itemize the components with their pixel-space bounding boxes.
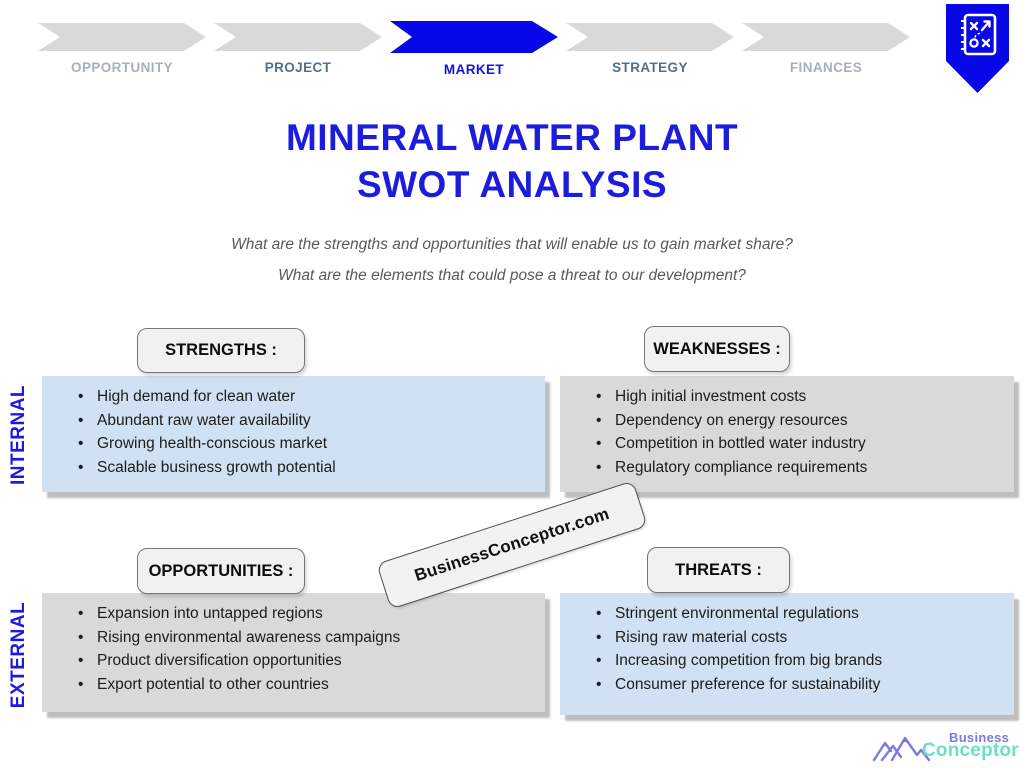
process-step-label: STRATEGY <box>612 60 688 75</box>
chevron-shape <box>38 23 206 51</box>
list-item: High demand for clean water <box>78 385 535 409</box>
row-label-internal: INTERNAL <box>8 384 29 486</box>
process-step-opportunity[interactable]: OPPORTUNITY <box>38 20 206 77</box>
list-item: Increasing competition from big brands <box>596 649 1004 673</box>
page-title-line2: SWOT ANALYSIS <box>356 164 668 205</box>
process-step-strategy[interactable]: STRATEGY <box>566 20 734 77</box>
process-step-project[interactable]: PROJECT <box>214 20 382 77</box>
list-item: Dependency on energy resources <box>596 409 1004 433</box>
list-item: Regulatory compliance requirements <box>596 456 1004 480</box>
strengths-list: High demand for clean water Abundant raw… <box>42 376 545 479</box>
process-step-label: PROJECT <box>264 60 332 75</box>
brand-logo: Business Conceptor <box>872 731 1019 765</box>
opportunities-list: Expansion into untapped regions Rising e… <box>42 593 545 696</box>
list-item: Abundant raw water availability <box>78 409 535 433</box>
list-item: Stringent environmental regulations <box>596 602 1004 626</box>
brand-logo-line2: Conceptor <box>922 740 1019 761</box>
list-item: Export potential to other countries <box>78 673 535 697</box>
threats-header: THREATS : <box>647 547 790 593</box>
process-step-label: OPPORTUNITY <box>71 60 173 75</box>
list-item: Rising raw material costs <box>596 626 1004 650</box>
strengths-header: STRENGTHS : <box>137 328 305 373</box>
list-item: Expansion into untapped regions <box>78 602 535 626</box>
process-step-label: MARKET <box>443 62 505 77</box>
subtitle: What are the strengths and opportunities… <box>0 229 1024 291</box>
process-step-market[interactable]: MARKET <box>390 20 558 77</box>
subtitle-line2: What are the elements that could pose a … <box>278 267 746 284</box>
threats-panel: Stringent environmental regulations Risi… <box>560 593 1014 715</box>
process-step-label: FINANCES <box>789 60 863 75</box>
chevron-shape <box>742 23 910 51</box>
process-bar: OPPORTUNITY PROJECT MARKET STRATEGY FINA… <box>38 20 910 77</box>
brand-logo-text: Business Conceptor <box>922 731 1019 760</box>
subtitle-line1: What are the strengths and opportunities… <box>231 236 793 253</box>
list-item: Growing health-conscious market <box>78 432 535 456</box>
list-item: Competition in bottled water industry <box>596 432 1004 456</box>
strengths-panel: High demand for clean water Abundant raw… <box>42 376 545 492</box>
weaknesses-list: High initial investment costs Dependency… <box>560 376 1014 479</box>
chevron-shape <box>214 23 382 51</box>
list-item: Rising environmental awareness campaigns <box>78 626 535 650</box>
chevron-shape <box>566 23 734 51</box>
list-item: Scalable business growth potential <box>78 456 535 480</box>
weaknesses-header: WEAKNESSES : <box>644 326 790 372</box>
list-item: Product diversification opportunities <box>78 649 535 673</box>
page-title: MINERAL WATER PLANT SWOT ANALYSIS <box>0 114 1024 208</box>
bookmark-badge <box>946 4 1009 93</box>
chevron-shape <box>390 21 558 53</box>
page-title-line1: MINERAL WATER PLANT <box>285 117 739 158</box>
strategy-playbook-icon <box>955 4 1001 93</box>
list-item: Consumer preference for sustainability <box>596 673 1004 697</box>
weaknesses-panel: High initial investment costs Dependency… <box>560 376 1014 492</box>
watermark-stamp: BusinessConceptor.com <box>376 480 648 610</box>
process-step-finances[interactable]: FINANCES <box>742 20 910 77</box>
list-item: High initial investment costs <box>596 385 1004 409</box>
opportunities-header: OPPORTUNITIES : <box>137 548 305 594</box>
brand-logo-line1: Business <box>949 730 1010 745</box>
opportunities-panel: Expansion into untapped regions Rising e… <box>42 593 545 712</box>
threats-list: Stringent environmental regulations Risi… <box>560 593 1014 696</box>
row-label-external: EXTERNAL <box>8 601 29 709</box>
